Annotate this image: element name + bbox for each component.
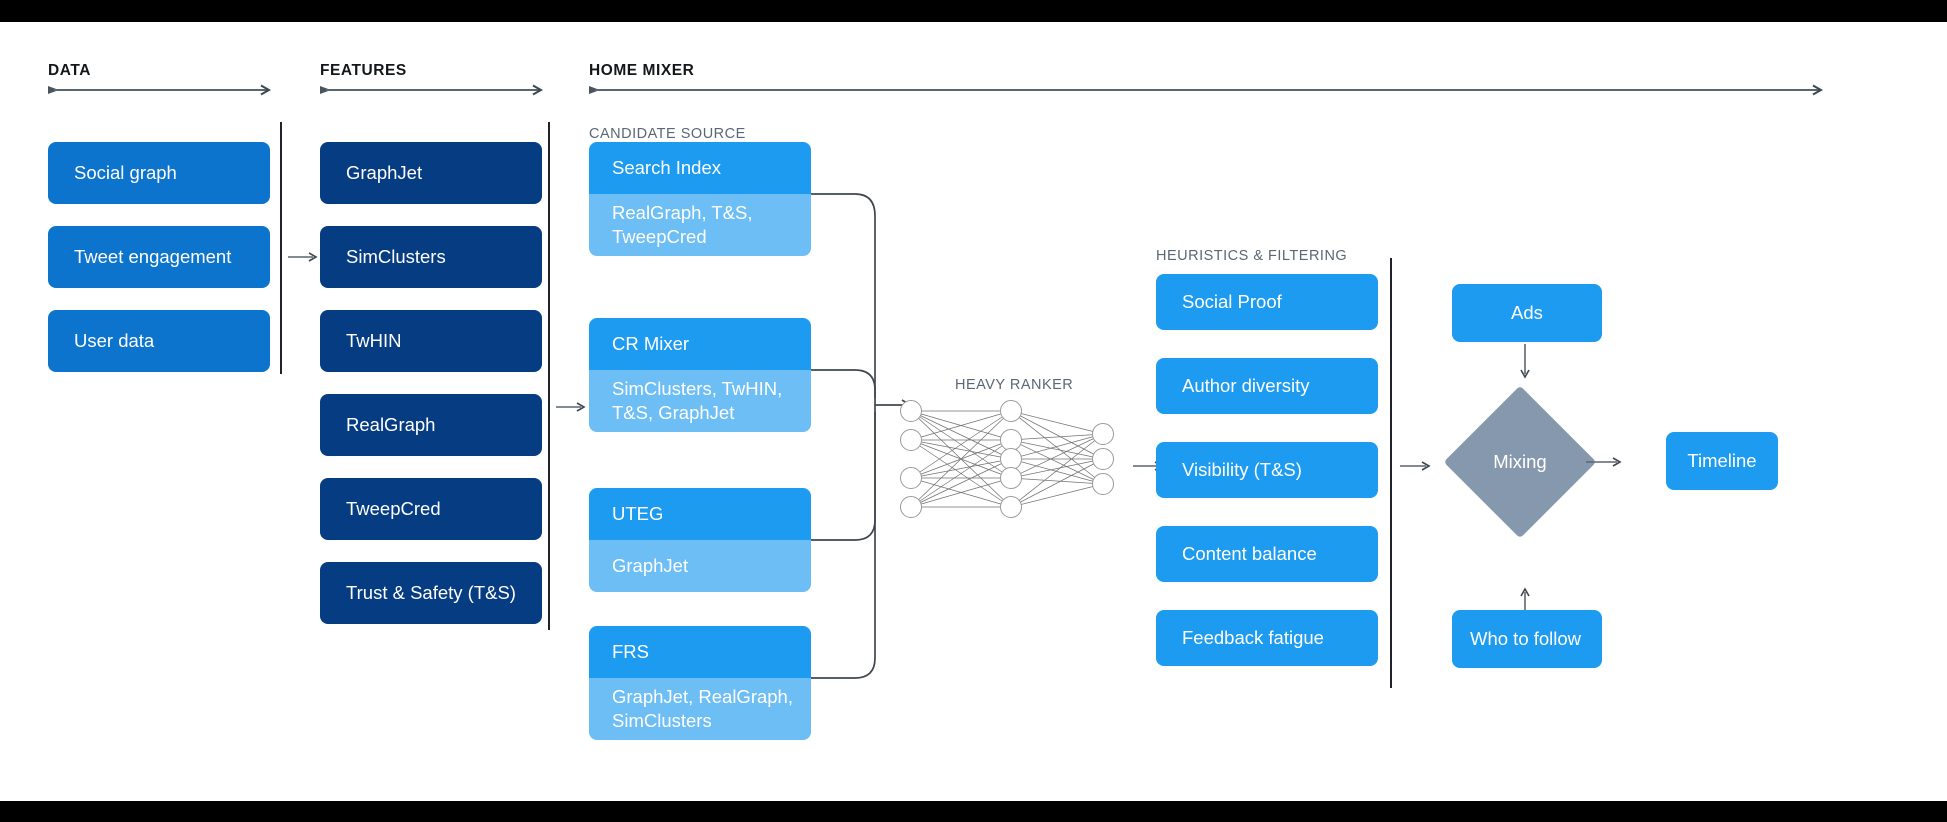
data-box-label: Social graph [74, 162, 177, 184]
candidate-source-name: FRS [589, 626, 811, 678]
feature-box-simclusters[interactable]: SimClusters [320, 226, 542, 288]
connector-candidates-to-ranker [811, 172, 921, 682]
heavy-ranker-label: HEAVY RANKER [955, 377, 1074, 393]
candidate-source-name: CR Mixer [589, 318, 811, 370]
divider-data-features [280, 122, 282, 374]
section-header-data: DATA [48, 62, 91, 79]
feature-box-tweepcred[interactable]: TweepCred [320, 478, 542, 540]
diagram-canvas: DATA FEATURES HOME MIXER CANDIDA [0, 22, 1947, 801]
candidate-source-card-uteg[interactable]: UTEG GraphJet [589, 488, 811, 592]
divider-filters-output [1390, 258, 1392, 688]
arrow-ads-to-mixing [1518, 344, 1532, 382]
candidate-source-features: GraphJet, RealGraph, SimClusters [589, 678, 811, 740]
arrow-mixing-to-timeline [1586, 455, 1626, 469]
output-box-label: Who to follow [1470, 628, 1582, 650]
output-box-label: Timeline [1687, 450, 1757, 472]
feature-box-label: SimClusters [346, 246, 446, 268]
candidate-source-card-cr-mixer[interactable]: CR Mixer SimClusters, TwHIN, T&S, GraphJ… [589, 318, 811, 432]
subsection-header-candidate-source: CANDIDATE SOURCE [589, 126, 746, 142]
feature-box-label: RealGraph [346, 414, 436, 436]
divider-features-candidates [548, 122, 550, 630]
section-header-features: FEATURES [320, 62, 407, 79]
candidate-source-features: RealGraph, T&S, TweepCred [589, 194, 811, 256]
filter-box-visibility[interactable]: Visibility (T&S) [1156, 442, 1378, 498]
output-box-label: Ads [1511, 302, 1543, 324]
feature-box-label: GraphJet [346, 162, 423, 184]
filter-box-content-balance[interactable]: Content balance [1156, 526, 1378, 582]
data-box-tweet-engagement[interactable]: Tweet engagement [48, 226, 270, 288]
letterbox-top [0, 0, 1947, 22]
filter-box-label: Author diversity [1182, 375, 1310, 397]
feature-box-twhin[interactable]: TwHIN [320, 310, 542, 372]
heavy-ranker-neural-network [893, 389, 1128, 529]
arrow-features-to-candidates [556, 400, 588, 414]
arrow-heuristics-to-mixing [1400, 459, 1434, 473]
data-box-user-data[interactable]: User data [48, 310, 270, 372]
feature-box-realgraph[interactable]: RealGraph [320, 394, 542, 456]
feature-box-label: Trust & Safety (T&S) [346, 582, 516, 604]
data-box-social-graph[interactable]: Social graph [48, 142, 270, 204]
candidate-source-features: GraphJet [589, 540, 811, 592]
candidate-source-name: UTEG [589, 488, 811, 540]
candidate-source-features: SimClusters, TwHIN, T&S, GraphJet [589, 370, 811, 432]
filter-box-social-proof[interactable]: Social Proof [1156, 274, 1378, 330]
feature-box-label: TweepCred [346, 498, 441, 520]
filter-box-label: Social Proof [1182, 291, 1282, 313]
feature-box-label: TwHIN [346, 330, 402, 352]
output-box-ads[interactable]: Ads [1452, 284, 1602, 342]
axis-arrow-data [48, 84, 274, 96]
filter-box-label: Content balance [1182, 543, 1317, 565]
filter-box-author-diversity[interactable]: Author diversity [1156, 358, 1378, 414]
subsection-header-heuristics: HEURISTICS & FILTERING [1156, 248, 1348, 264]
candidate-source-card-search-index[interactable]: Search Index RealGraph, T&S, TweepCred [589, 142, 811, 256]
letterbox-bottom [0, 801, 1947, 822]
data-box-label: User data [74, 330, 155, 352]
data-box-label: Tweet engagement [74, 246, 232, 268]
output-box-timeline[interactable]: Timeline [1666, 432, 1778, 490]
output-box-who-to-follow[interactable]: Who to follow [1452, 610, 1602, 668]
section-header-home-mixer: HOME MIXER [589, 62, 695, 79]
axis-arrow-home-mixer [589, 84, 1826, 96]
feature-box-trust-safety[interactable]: Trust & Safety (T&S) [320, 562, 542, 624]
feature-box-graphjet[interactable]: GraphJet [320, 142, 542, 204]
filter-box-feedback-fatigue[interactable]: Feedback fatigue [1156, 610, 1378, 666]
candidate-source-card-frs[interactable]: FRS GraphJet, RealGraph, SimClusters [589, 626, 811, 740]
filter-box-label: Feedback fatigue [1182, 627, 1324, 649]
filter-box-label: Visibility (T&S) [1182, 459, 1302, 481]
candidate-source-name: Search Index [589, 142, 811, 194]
arrow-data-to-features [288, 250, 320, 264]
axis-arrow-features [320, 84, 546, 96]
mixing-label: Mixing [1493, 451, 1547, 472]
